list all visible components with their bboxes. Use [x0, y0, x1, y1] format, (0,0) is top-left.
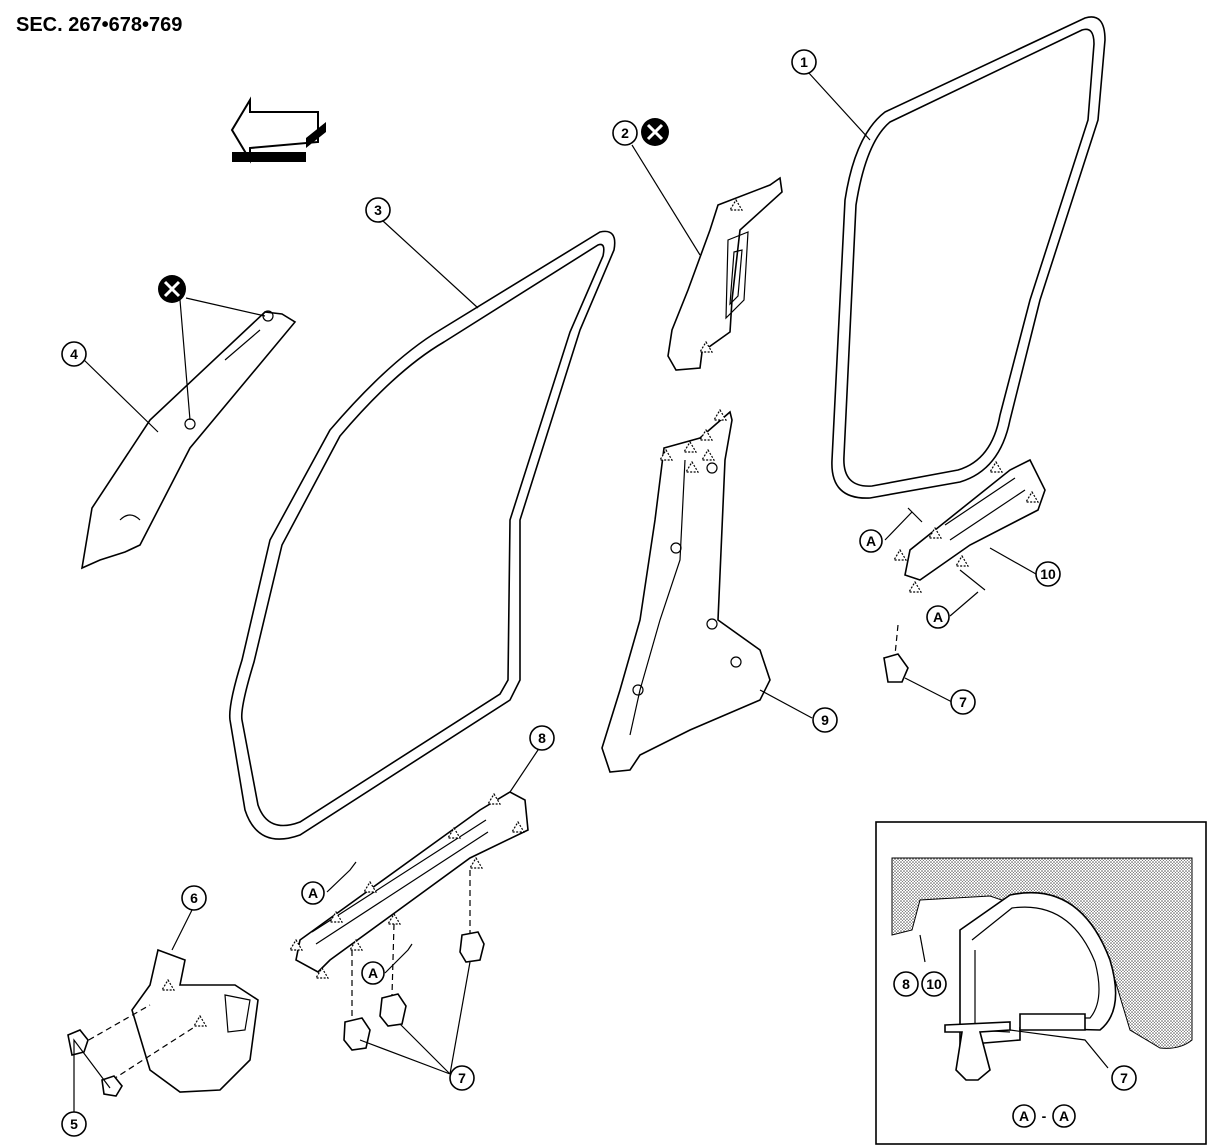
svg-text:A: A — [1019, 1108, 1029, 1124]
part-8-front-kicking-plate — [288, 791, 529, 1018]
svg-text:9: 9 — [821, 712, 829, 728]
svg-text:10: 10 — [926, 976, 942, 992]
section-marker-a: A — [859, 529, 883, 553]
svg-text:A: A — [1059, 1108, 1069, 1124]
do-not-reuse-icon — [641, 118, 669, 146]
part-2-center-pillar-upper-garnish — [667, 176, 783, 371]
callout-4: 4 — [61, 341, 87, 367]
callout-9: 9 — [812, 707, 838, 733]
callout-8: 8 — [529, 725, 555, 751]
svg-text:8: 8 — [538, 730, 546, 746]
section-marker-a: A — [926, 605, 950, 629]
section-title: SEC. 267•678•769 — [16, 14, 183, 36]
svg-text:A: A — [308, 885, 318, 901]
part-1-rear-door-weatherstrip — [831, 16, 1106, 499]
part-10-rear-kicking-plate — [892, 458, 1046, 656]
callout-3: 3 — [365, 197, 391, 223]
front-direction-arrow-icon — [230, 96, 326, 164]
svg-text:1: 1 — [800, 54, 808, 70]
svg-text:4: 4 — [70, 346, 78, 362]
svg-text:A: A — [866, 533, 876, 549]
svg-text:7: 7 — [458, 1070, 466, 1086]
callout-2: 2 — [612, 120, 638, 146]
callout-5: 5 — [61, 1111, 87, 1137]
section-marker-a: A — [301, 881, 325, 905]
callout-7: 7 — [449, 1065, 475, 1091]
svg-text:6: 6 — [190, 890, 198, 906]
part-7-clip — [343, 653, 909, 1051]
inset-callout-7: 7 — [1111, 1065, 1137, 1091]
callout-7: 7 — [950, 689, 976, 715]
callout-6: 6 — [181, 885, 207, 911]
callout-1: 1 — [791, 49, 817, 75]
svg-text:5: 5 — [70, 1116, 78, 1132]
inset-callout-10: 10 — [921, 971, 947, 997]
section-view-inset — [875, 821, 1207, 1145]
part-4-front-pillar-garnish — [80, 310, 297, 570]
part-6-dash-side-finisher — [79, 948, 259, 1093]
svg-text:A: A — [368, 965, 378, 981]
part-3-front-door-weatherstrip — [228, 230, 616, 840]
svg-text:2: 2 — [621, 125, 629, 141]
svg-text:7: 7 — [1120, 1070, 1128, 1086]
svg-text:A: A — [933, 609, 943, 625]
section-view-label: A - A — [1012, 1104, 1076, 1128]
svg-text:7: 7 — [959, 694, 967, 710]
svg-text:-: - — [1042, 1108, 1047, 1124]
do-not-reuse-icon — [158, 275, 186, 303]
section-marker-a: A — [361, 961, 385, 985]
svg-text:8: 8 — [902, 976, 910, 992]
part-9-center-pillar-lower-garnish — [601, 408, 771, 773]
callout-10: 10 — [1035, 561, 1061, 587]
svg-text:10: 10 — [1040, 566, 1056, 582]
svg-text:3: 3 — [374, 202, 382, 218]
inset-callout-8: 8 — [893, 971, 919, 997]
part-5-clip — [67, 1029, 123, 1097]
